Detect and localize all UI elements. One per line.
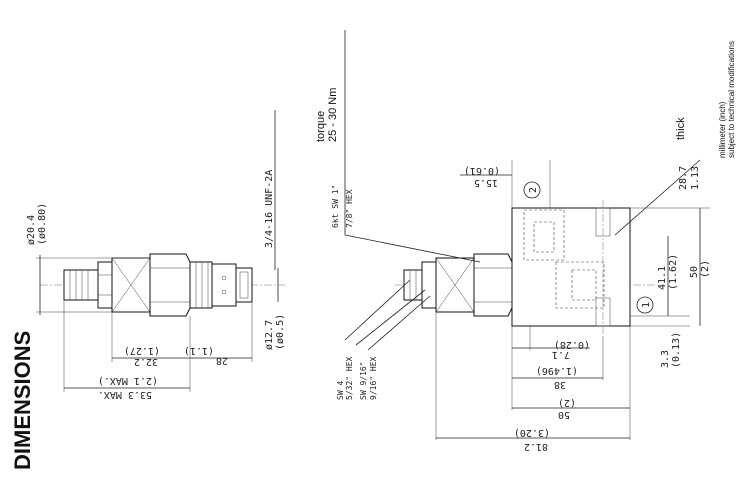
d71-in: (0.28) xyxy=(554,339,590,350)
dia2-mm: ø12.7 xyxy=(264,320,275,350)
d50v-in: (2) xyxy=(700,260,711,278)
max-mm: 53.3 MAX. xyxy=(98,389,152,400)
sw916-label: SW 9/16" xyxy=(359,361,368,400)
thick-label: thick xyxy=(675,117,687,140)
d411-in: (1.62) xyxy=(668,254,679,290)
thick-in: 1.13 xyxy=(690,166,701,190)
hex1-alt: 7/8" HEX xyxy=(345,189,354,228)
d50v-mm: 50 xyxy=(689,266,700,278)
d411-mm: 41.1 xyxy=(657,266,668,290)
d38-in: (1.496) xyxy=(536,365,578,376)
d33-mm: 3.3 xyxy=(660,350,671,368)
sw4-alt: 5/32" HEX xyxy=(345,356,354,400)
left-dimensions: ø20.4 (ø0.80) 3/4-16 UNF-2A ø12.7 (ø0.5)… xyxy=(26,110,286,400)
dia-mm: ø20.4 xyxy=(26,215,37,245)
valve-assembly-view: 2 1 xyxy=(395,181,655,336)
d50-mm: 50 xyxy=(558,409,570,420)
max-in: (2.1 MAX.) xyxy=(98,375,158,386)
d50-in: (2) xyxy=(558,397,576,408)
thick-mm: 28.7 xyxy=(678,166,689,190)
right-dimensions: torque 25 - 30 Nm 6kt SW 1" 7/8" HEX SW … xyxy=(315,30,711,452)
dia-in: (ø0.80) xyxy=(37,203,48,245)
len2-mm: 32.2 xyxy=(134,356,158,367)
units-note: millimeter (inch) xyxy=(718,101,727,158)
d812-mm: 81.2 xyxy=(524,441,548,452)
sw4-label: SW 4 xyxy=(336,381,345,400)
cartridge-side-view xyxy=(40,253,285,317)
d812-in: (3.20) xyxy=(514,427,550,438)
d155-in: (0.61) xyxy=(464,165,500,176)
modifications-note: subject to technical modifications xyxy=(727,41,736,158)
sw916-alt: 9/16" HEX xyxy=(369,356,378,400)
d155-mm: 15.5 xyxy=(474,177,498,188)
torque-label: torque xyxy=(315,111,327,142)
hex1-label: 6kt SW 1" xyxy=(331,185,340,228)
len2-in: (1.27) xyxy=(124,345,160,356)
port-1-label: 1 xyxy=(641,302,652,308)
d71-mm: 7.1 xyxy=(552,349,570,360)
section-title: DIMENSIONS xyxy=(10,331,35,470)
d33-in: (0.13) xyxy=(671,332,682,368)
thread-spec: 3/4-16 UNF-2A xyxy=(264,170,275,248)
len1-in: (1.1) xyxy=(184,345,214,356)
torque-value: 25 - 30 Nm xyxy=(327,88,339,142)
dia2-in: (ø0.5) xyxy=(275,314,286,350)
len1-mm: 28 xyxy=(216,355,228,366)
port-2-label: 2 xyxy=(528,187,539,193)
d38-mm: 38 xyxy=(554,379,566,390)
